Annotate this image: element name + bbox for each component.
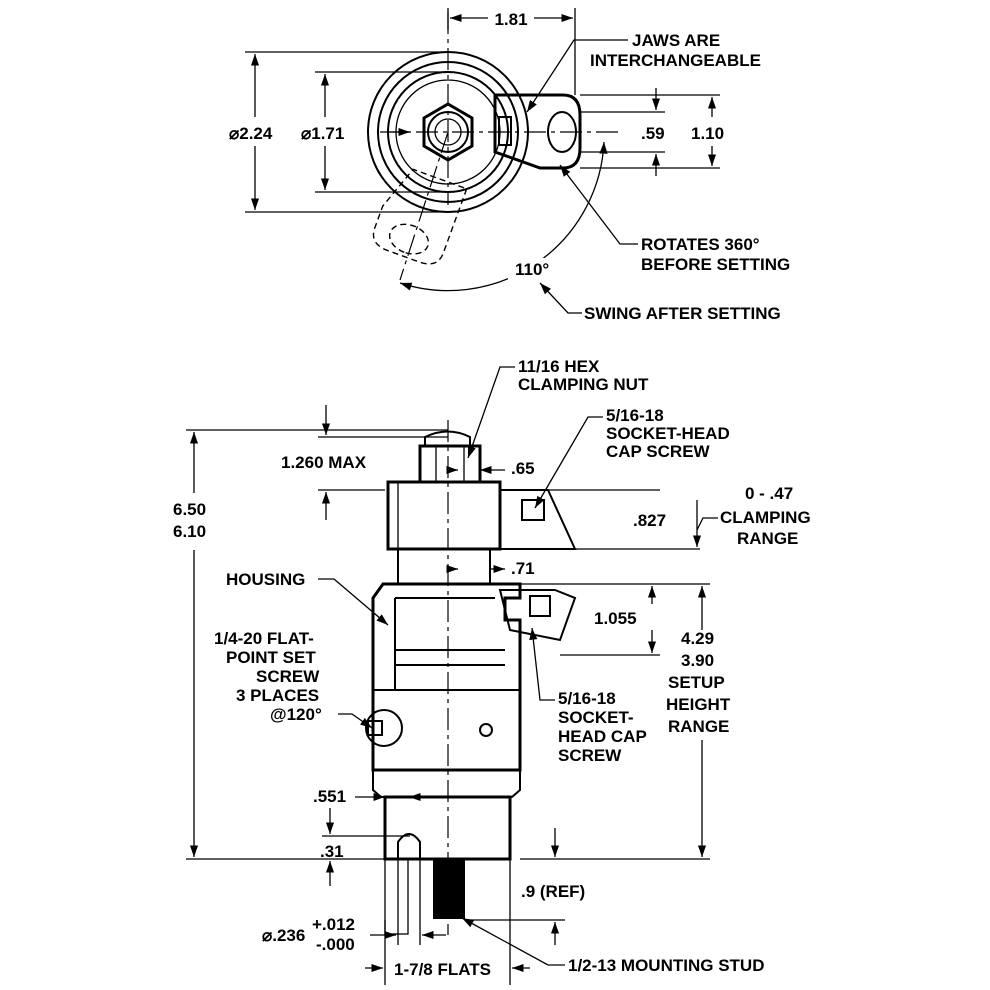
- jaws-label-line2: INTERCHANGEABLE: [590, 51, 761, 70]
- side-view: 11/16 HEX CLAMPING NUT 5/16-18 SOCKET-HE…: [173, 357, 811, 985]
- dim-71-label: .71: [511, 559, 535, 578]
- setup-max-label: 4.29: [681, 629, 714, 648]
- upper-jaw-block: [386, 480, 502, 551]
- rotates-label-line2: BEFORE SETTING: [641, 255, 790, 274]
- cap-low-label-line3: HEAD CAP: [558, 727, 647, 746]
- clamp-label-line2: CLAMPING: [720, 508, 811, 527]
- dim-jaw-height-label: 1.10: [691, 124, 724, 143]
- set-screw-circle: [365, 709, 403, 747]
- lower-jaw-section: [498, 589, 577, 642]
- mounting-stud: [433, 859, 465, 919]
- set-screw-label-line5: @120°: [270, 705, 322, 724]
- hex-label-line1: 11/16 HEX: [518, 357, 600, 376]
- top-view: 1.81 JAWS ARE INTERCHANGEABLE ⌀2.24 ⌀1.7…: [229, 8, 790, 323]
- cap-low-label-line2: SOCKET-: [558, 708, 634, 727]
- dim-slot-label: .59: [641, 124, 665, 143]
- hex-label-line2: CLAMPING NUT: [518, 375, 649, 394]
- set-screw: [367, 720, 383, 736]
- rotates-label-line1: ROTATES 360°: [641, 235, 760, 254]
- base-collar: [372, 769, 521, 798]
- cap-screw-low-leader: [529, 627, 555, 701]
- dim-65-label: .65: [511, 459, 535, 478]
- overall-max-label: 6.50: [173, 500, 206, 519]
- angle-label: 110°: [515, 260, 549, 279]
- dim-width-label: 1.81: [494, 10, 527, 29]
- cap-top-label-line2: SOCKET-HEAD: [606, 424, 730, 443]
- dim-551-label: .551: [313, 787, 346, 806]
- dim-31-label: .31: [320, 842, 344, 861]
- housing-label: HOUSING: [226, 570, 305, 589]
- overall-min-label: 6.10: [173, 522, 206, 541]
- hex-leader: [467, 366, 515, 459]
- tol-plus-label: +.012: [312, 915, 355, 934]
- setup-label-line3: RANGE: [668, 717, 729, 736]
- cap-low-label-line1: 5/16-18: [558, 689, 616, 708]
- swing-leader: [539, 282, 582, 314]
- dim-1055-label: 1.055: [594, 609, 637, 628]
- dim-ref-label: .9 (REF): [521, 882, 585, 901]
- setup-label-line1: SETUP: [668, 673, 725, 692]
- setup-label-line2: HEIGHT: [666, 695, 731, 714]
- cap-low-label-line4: SCREW: [558, 746, 622, 765]
- set-screw-label-line1: 1/4-20 FLAT-: [214, 629, 314, 648]
- swing-label: SWING AFTER SETTING: [584, 304, 781, 323]
- cap-top-label-line3: CAP SCREW: [606, 442, 711, 461]
- set-screw-label-line2: POINT SET: [226, 648, 316, 667]
- cap-top-label-line1: 5/16-18: [606, 406, 664, 425]
- setup-min-label: 3.90: [681, 651, 714, 670]
- set-screw-label-line4: 3 PLACES: [236, 686, 319, 705]
- stud-label: 1/2-13 MOUNTING STUD: [568, 956, 764, 975]
- dia-pin-label: ⌀.236: [262, 926, 305, 945]
- flats-label: 1-7/8 FLATS: [394, 960, 491, 979]
- max-height-label: 1.260 MAX: [281, 453, 367, 472]
- stud-leader: [461, 917, 565, 966]
- pin-slot: [397, 833, 421, 859]
- dowel-hole: [479, 723, 493, 737]
- jaw-right-slot: [498, 116, 512, 146]
- lower-cap-screw: [529, 595, 551, 617]
- housing-leader: [318, 578, 389, 626]
- tol-minus-label: -.000: [316, 935, 355, 954]
- set-screw-label-line3: SCREW: [256, 667, 320, 686]
- cap-screw-top-leader: [534, 416, 603, 509]
- upper-cap-screw: [521, 499, 545, 521]
- jaws-leader: [526, 39, 628, 113]
- set-screw-leader: [338, 713, 373, 729]
- dia-inner-label: ⌀1.71: [301, 124, 344, 143]
- jaws-label-line1: JAWS ARE: [632, 31, 720, 50]
- dia-outer-label: ⌀2.24: [229, 124, 273, 143]
- dim-827-label: .827: [633, 511, 666, 530]
- clamp-label-line1: 0 - .47: [745, 484, 793, 503]
- clamp-label-line3: RANGE: [737, 529, 798, 548]
